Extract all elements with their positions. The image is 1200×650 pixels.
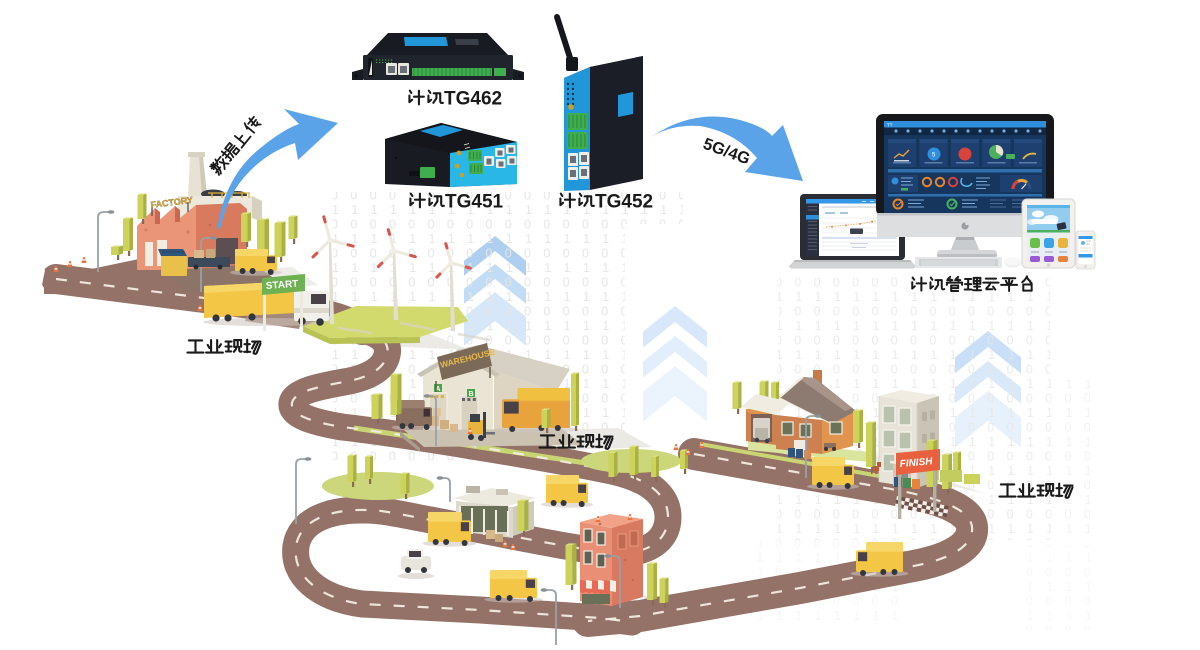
- svg-text:B: B: [469, 391, 474, 398]
- svg-text:TG451: TG451: [445, 192, 504, 213]
- svg-text:TG452: TG452: [595, 192, 653, 213]
- svg-text:TG462: TG462: [444, 89, 502, 110]
- svg-text:FINISH: FINISH: [899, 456, 933, 470]
- svg-text:TT: TT: [887, 123, 893, 128]
- svg-text:START: START: [265, 279, 298, 292]
- svg-text:A: A: [436, 386, 441, 393]
- svg-text:5: 5: [932, 153, 936, 159]
